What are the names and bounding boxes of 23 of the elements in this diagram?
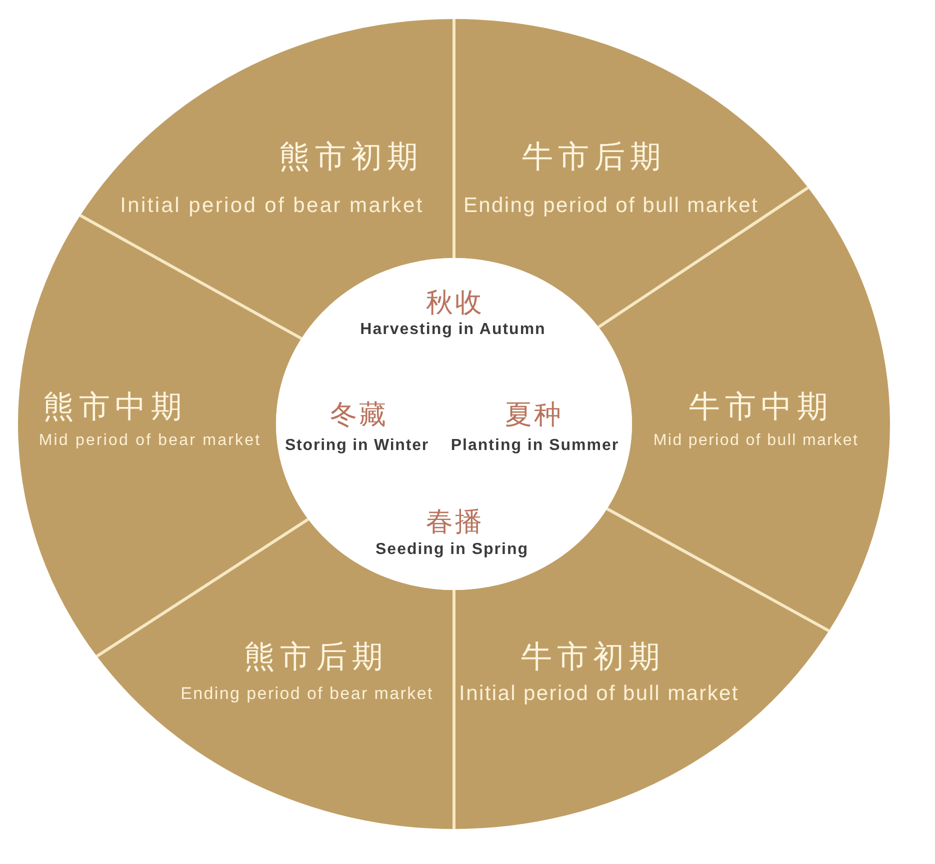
phase-caption: Mid period of bull market xyxy=(653,432,859,450)
season-title: 夏种 xyxy=(505,399,563,431)
phase-title: 牛市后期 xyxy=(522,139,666,175)
phase-title: 熊市中期 xyxy=(43,389,187,425)
season-title: 秋收 xyxy=(426,287,484,319)
season-caption: Harvesting in Autumn xyxy=(360,320,546,340)
phase-caption: Initial period of bear market xyxy=(120,194,424,218)
phase-caption: Initial period of bull market xyxy=(459,682,739,706)
phase-title: 牛市初期 xyxy=(521,639,665,675)
ring-sector xyxy=(80,19,454,339)
phase-caption: Ending period of bull market xyxy=(463,194,759,218)
season-title: 春播 xyxy=(426,506,484,538)
phase-title: 熊市后期 xyxy=(244,639,388,675)
phase-title: 牛市中期 xyxy=(689,389,833,425)
season-title: 冬藏 xyxy=(330,399,388,431)
phase-caption: Ending period of bear market xyxy=(180,684,434,704)
phase-caption: Mid period of bear market xyxy=(38,432,262,450)
season-caption: Seeding in Spring xyxy=(376,540,528,560)
season-caption: Planting in Summer xyxy=(450,436,620,456)
ring-sector xyxy=(453,508,829,829)
phase-title: 熊市初期 xyxy=(279,139,423,175)
season-caption: Storing in Winter xyxy=(284,436,430,456)
center-circle xyxy=(276,258,632,590)
